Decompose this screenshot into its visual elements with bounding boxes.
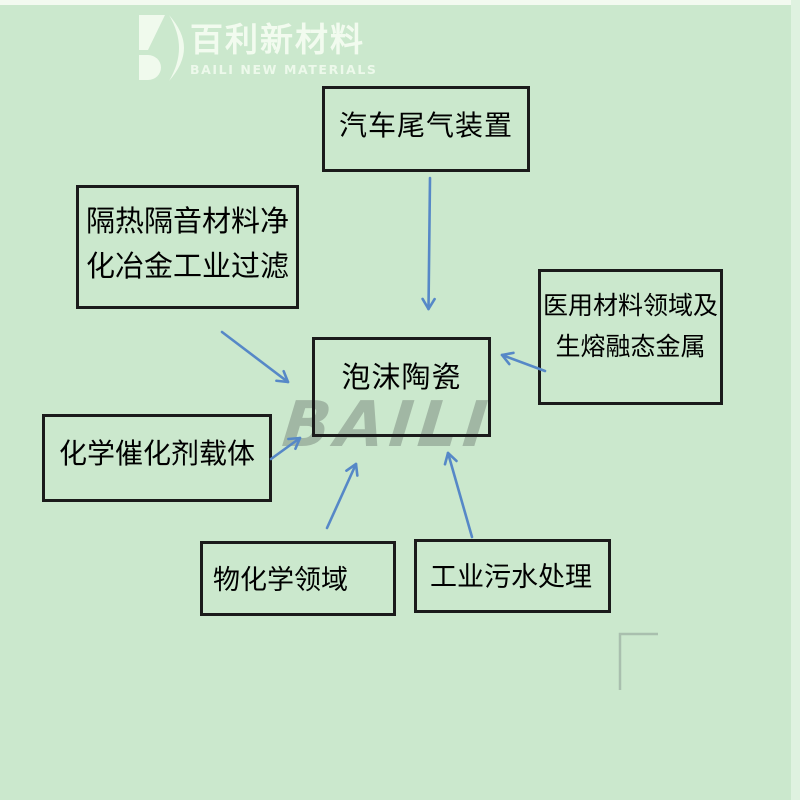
node-auto-exhaust: 汽车尾气装置: [322, 86, 530, 172]
node-medical-metal: 医用材料领域及 生熔融态金属: [538, 269, 723, 405]
node-industrial-sewage: 工业污水处理: [414, 539, 611, 613]
node-label: 汽车尾气装置: [338, 109, 513, 142]
top-edge-strip: [0, 0, 800, 5]
node-label: 泡沫陶瓷: [341, 360, 462, 394]
arrow-biochem-to-center: [325, 462, 359, 530]
arrow-sewage-to-center: [443, 451, 474, 539]
right-edge-strip: [791, 0, 800, 800]
node-label-line2: 生熔融态金属: [555, 332, 706, 361]
node-chemical-catalyst: 化学催化剂载体: [42, 414, 272, 502]
node-label-line1: 隔热隔音材料净: [85, 204, 289, 238]
node-insulation-filtering: 隔热隔音材料净 化冶金工业过滤: [76, 185, 299, 309]
baili-b-monogram-icon: [139, 15, 184, 81]
node-label: 工业污水处理: [430, 562, 592, 593]
logo-text: 百利新材料 BAILI NEW MATERIALS: [190, 14, 378, 82]
corner-bracket-mark: [618, 632, 658, 690]
node-label: 化学催化剂载体: [58, 437, 255, 470]
node-label-line1: 医用材料领域及: [542, 291, 718, 320]
logo-title: 百利新材料: [190, 20, 365, 59]
arrow-exhaust-to-center: [421, 176, 436, 311]
baili-logo: 百利新材料 BAILI NEW MATERIALS: [138, 14, 378, 82]
node-label-line2: 化冶金工业过滤: [85, 249, 289, 283]
logo-subtitle: BAILI NEW MATERIALS: [190, 61, 378, 77]
arrow-insulation-to-center: [220, 330, 290, 384]
node-biochemistry: 物化学领域: [200, 541, 396, 616]
node-foam-ceramics-center: 泡沫陶瓷: [312, 337, 491, 437]
node-label: 物化学领域: [213, 565, 348, 596]
